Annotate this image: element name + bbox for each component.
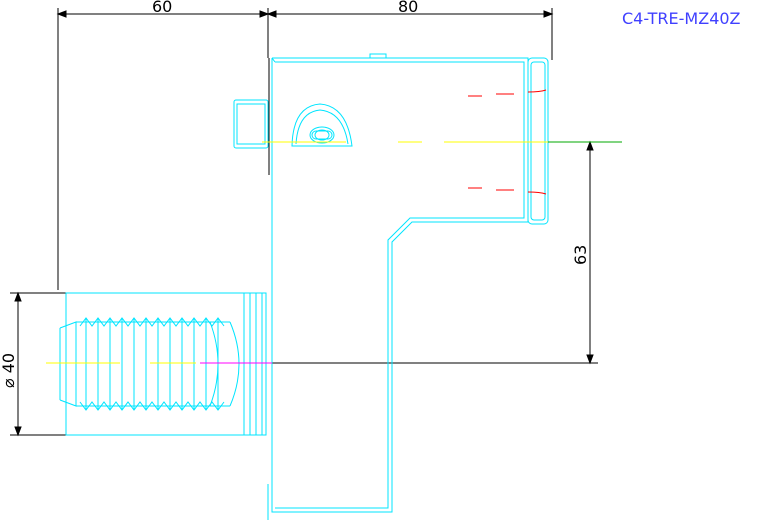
- hidden-lines: [468, 89, 547, 195]
- dim-63-label: 63: [571, 245, 590, 265]
- centerlines: [46, 141, 548, 364]
- part-code-label: C4-TRE-MZ40Z: [622, 9, 741, 28]
- dim-80-label: 80: [398, 0, 418, 16]
- shank-outline: [59, 292, 267, 436]
- dimension-lines: [10, 8, 598, 437]
- dim-diameter-label: ⌀ 40: [0, 353, 18, 388]
- dim-60-label: 60: [152, 0, 172, 16]
- tool-holder-outline: [233, 53, 549, 520]
